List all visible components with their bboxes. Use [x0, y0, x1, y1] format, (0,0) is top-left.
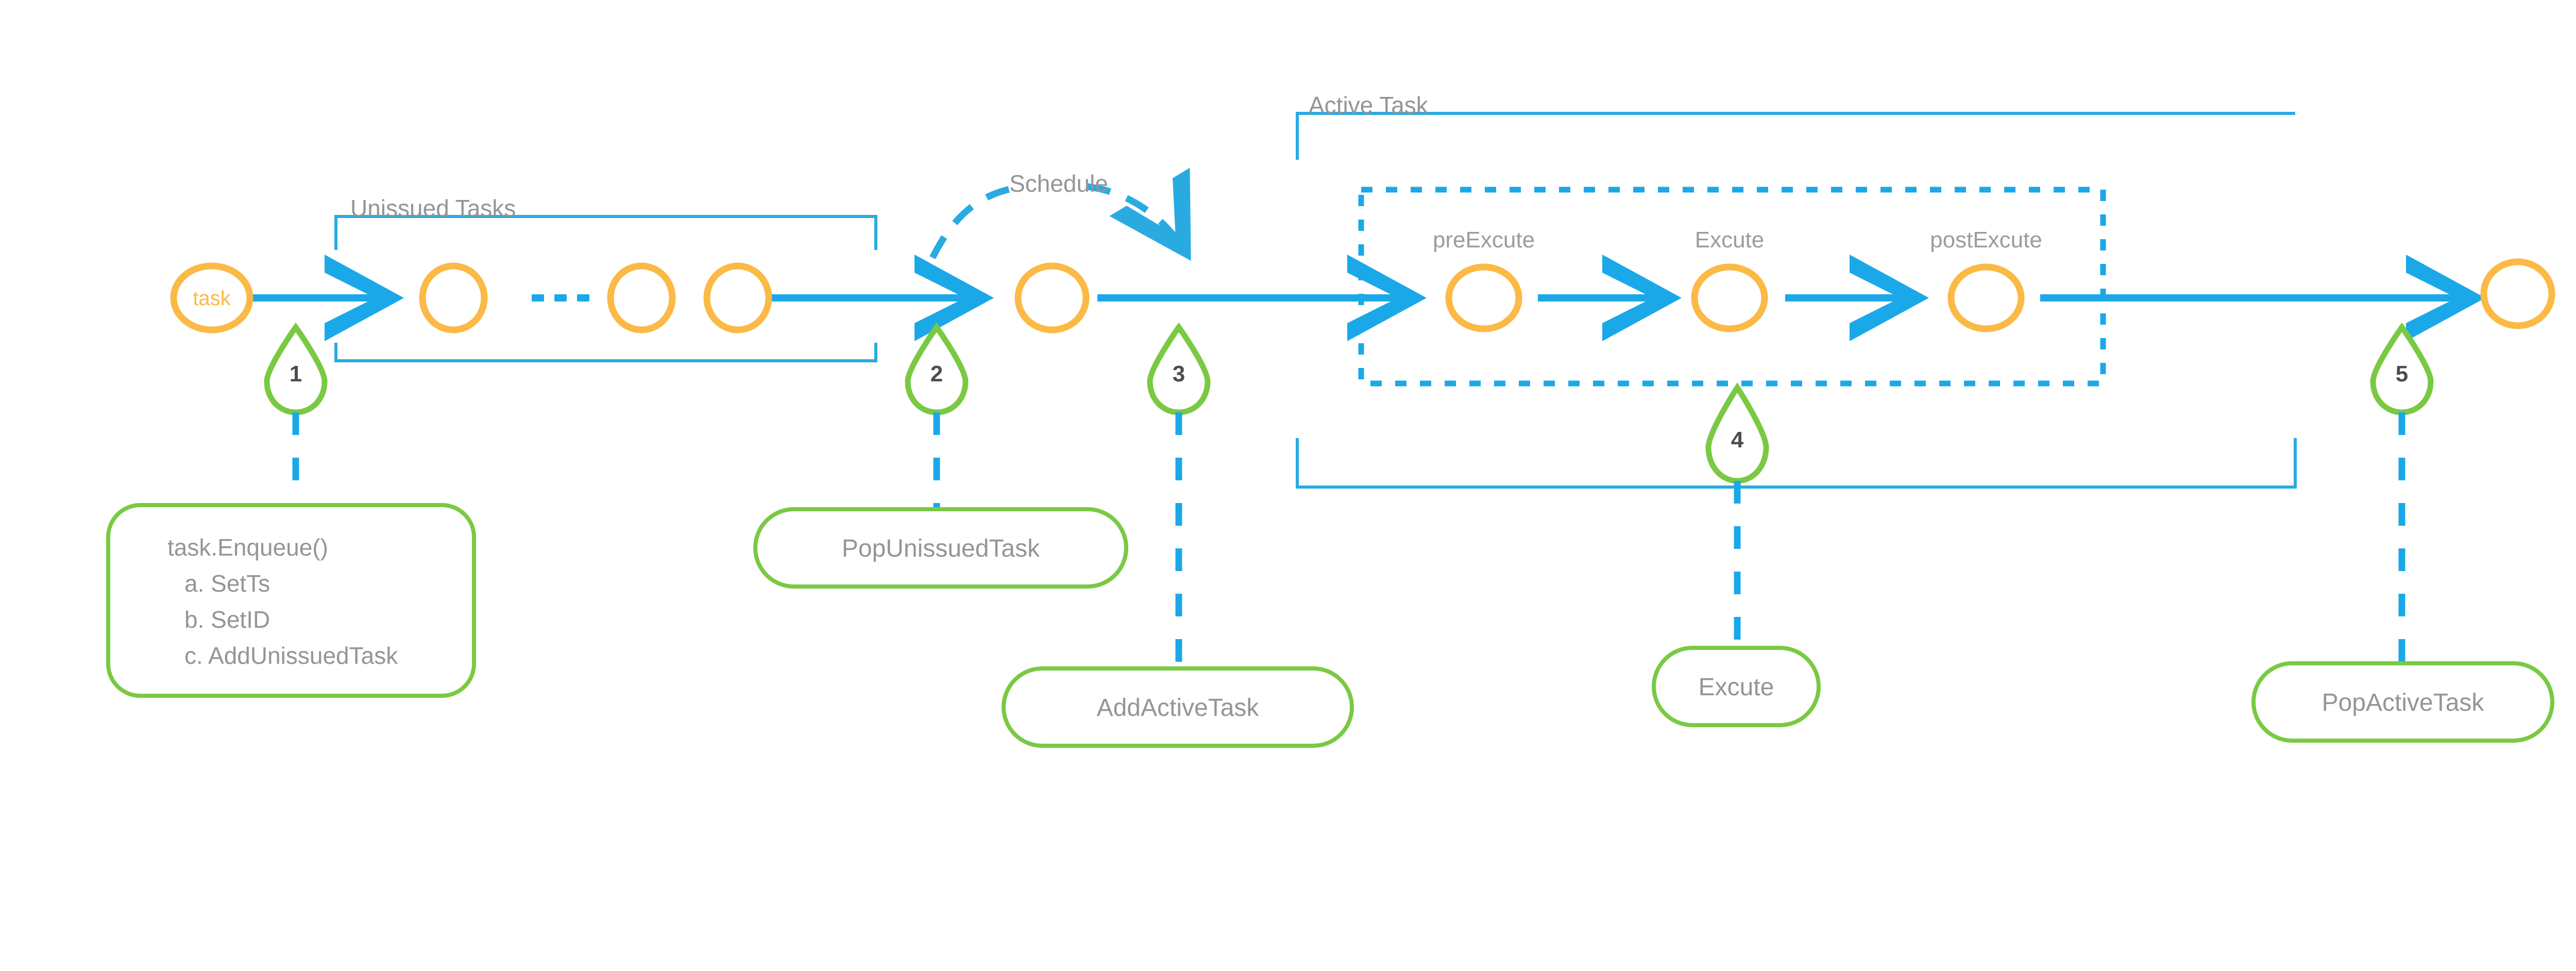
step-marker-1-label: 1 — [290, 361, 302, 387]
node-post-excute[interactable] — [1947, 263, 2025, 332]
callout-enqueue-step-c: c. AddUnissuedTask — [184, 642, 398, 669]
callout-enqueue-step-a: a. SetTs — [184, 570, 270, 597]
callout-pop-unissued-label: PopUnissuedTask — [842, 535, 1040, 562]
callout-excute-label: Excute — [1699, 674, 1774, 701]
callout-excute[interactable]: Excute — [1652, 646, 1821, 727]
post-excute-label: postExcute — [1930, 227, 2042, 253]
unissued-bracket-bottom — [334, 343, 877, 362]
schedule-arc — [929, 168, 1191, 261]
callout-pop-active[interactable]: PopActiveTask — [2251, 661, 2554, 743]
active-task-bracket — [1296, 112, 2297, 489]
node-unissued-3[interactable] — [703, 262, 772, 333]
node-pre-excute[interactable] — [1445, 263, 1522, 332]
node-unissued-2[interactable] — [607, 262, 676, 333]
step-marker-2-label: 2 — [930, 361, 943, 387]
step-marker-5-label: 5 — [2396, 361, 2408, 387]
callout-add-active-label: AddActiveTask — [1097, 694, 1260, 722]
node-excute[interactable] — [1691, 263, 1768, 332]
callout-pop-active-box — [2251, 661, 2554, 743]
flow-nodes — [170, 258, 2555, 333]
excute-stage-label: Excute — [1695, 227, 1765, 253]
callout-enqueue-title: task.Enqueue() — [167, 534, 328, 561]
schedule-arc-left — [929, 183, 1026, 259]
node-task-label: task — [193, 287, 231, 310]
callout-add-active[interactable]: AddActiveTask — [1002, 666, 1354, 748]
unissued-tasks-bracket — [334, 215, 877, 362]
callout-leader-lines — [292, 412, 2405, 675]
step-marker-3[interactable]: 3 — [1147, 322, 1211, 415]
step-marker-4[interactable]: 4 — [1705, 382, 1769, 484]
schedule-label: Schedule — [1009, 170, 1108, 197]
callout-excute-box — [1652, 646, 1821, 727]
schedule-arc-right — [1087, 168, 1191, 261]
step-marker-5[interactable]: 5 — [2370, 322, 2434, 415]
node-task[interactable] — [170, 262, 253, 333]
node-schedule[interactable] — [1014, 262, 1090, 333]
queue-ellipsis-icon — [532, 294, 589, 302]
unissued-tasks-label: Unissued Tasks — [350, 195, 516, 222]
pre-excute-label: preExcute — [1433, 227, 1535, 253]
callout-pop-active-label: PopActiveTask — [2322, 689, 2485, 716]
step-marker-1[interactable]: 1 — [264, 322, 328, 415]
callout-pop-unissued-box — [753, 507, 1128, 589]
callout-enqueue-step-b: b. SetID — [184, 606, 270, 633]
callout-pop-unissued[interactable]: PopUnissuedTask — [753, 507, 1128, 589]
step-marker-4-label: 4 — [1731, 427, 1744, 453]
step-marker-2[interactable]: 2 — [905, 322, 969, 415]
node-unissued-1[interactable] — [419, 262, 488, 333]
active-bracket-top — [1296, 112, 2295, 160]
callout-enqueue[interactable]: task.Enqueue() a. SetTs b. SetID c. AddU… — [106, 503, 476, 698]
callout-add-active-box — [1002, 666, 1354, 748]
callout-enqueue-box — [106, 503, 476, 698]
node-completed[interactable] — [2480, 258, 2555, 329]
step-marker-3-label: 3 — [1173, 361, 1185, 387]
active-task-label: Active Task — [1309, 92, 1429, 119]
unissued-bracket-top — [334, 215, 877, 250]
execution-stages-dotted-box — [1358, 187, 2106, 387]
active-bracket-bottom — [1296, 438, 2297, 489]
